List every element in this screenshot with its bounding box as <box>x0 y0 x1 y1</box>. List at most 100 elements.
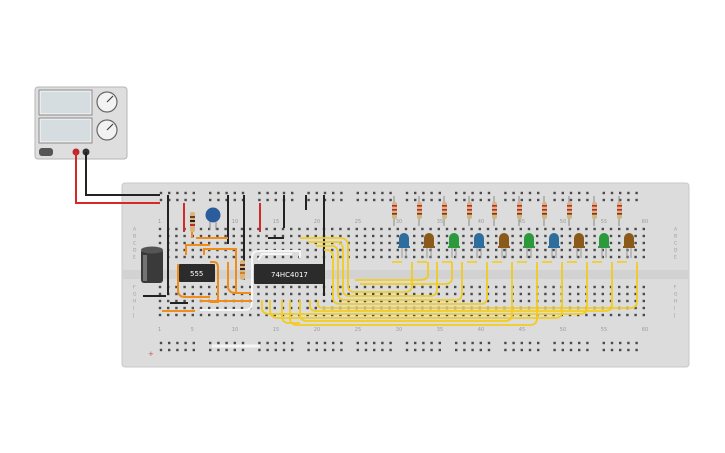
row-letter-left: F <box>133 285 136 291</box>
column-number-top: 40 <box>478 219 484 225</box>
chip-74hc4017[interactable]: 74HC4017 <box>254 264 324 284</box>
column-number-top: 10 <box>232 219 238 225</box>
resistor-band <box>442 213 447 215</box>
resistor-band <box>617 205 622 207</box>
resistor-band <box>542 209 547 211</box>
resistor-band <box>392 213 397 215</box>
row-letter-left: B <box>133 234 136 240</box>
row-letter-left: D <box>133 248 137 254</box>
led-orange[interactable] <box>424 233 434 247</box>
led-array[interactable] <box>392 196 635 263</box>
column-number-top: 55 <box>601 219 607 225</box>
column-number-bottom: 45 <box>519 327 525 333</box>
column-number-top: 60 <box>642 219 648 225</box>
column-number-top: 30 <box>396 219 402 225</box>
resistor-band <box>392 205 397 207</box>
column-number-bottom: 20 <box>314 327 320 333</box>
column-number-bottom: 50 <box>560 327 566 333</box>
column-number-top: 15 <box>273 219 279 225</box>
row-letter-right: F <box>674 285 677 291</box>
ceramic-capacitor <box>205 207 221 223</box>
resistor-band <box>517 205 522 207</box>
row-letter-left: E <box>133 255 136 261</box>
led-rim <box>523 246 535 248</box>
row-letter-right: I <box>674 306 675 312</box>
column-number-bottom: 30 <box>396 327 402 333</box>
row-letter-right: G <box>674 292 678 298</box>
resistor-band <box>417 213 422 215</box>
led-rim <box>423 246 435 248</box>
column-number-bottom: 40 <box>478 327 484 333</box>
row-letter-left: A <box>133 227 137 233</box>
column-number-top: 45 <box>519 219 525 225</box>
resistor-band <box>517 213 522 215</box>
led-rim <box>448 246 460 248</box>
column-number-bottom: 15 <box>273 327 279 333</box>
white-wires[interactable] <box>200 250 301 311</box>
power-supply[interactable] <box>34 86 128 160</box>
led-orange[interactable] <box>499 233 509 247</box>
resistor-band <box>442 209 447 211</box>
resistor-band <box>592 209 597 211</box>
led-blue[interactable] <box>549 233 559 247</box>
resistor-band <box>592 205 597 207</box>
resistor-band <box>467 213 472 215</box>
resistor-band <box>592 213 597 215</box>
led-rim <box>598 246 610 248</box>
led-blue[interactable] <box>474 233 484 247</box>
components-555[interactable] <box>141 207 245 284</box>
column-number-top: 25 <box>355 219 361 225</box>
rail-plus-mark: + <box>148 350 154 358</box>
resistor-band <box>392 209 397 211</box>
led-green[interactable] <box>524 233 534 247</box>
resistor-band <box>567 205 572 207</box>
row-letter-left: C <box>133 241 136 247</box>
column-number-bottom: 5 <box>191 327 194 333</box>
column-number-bottom: 60 <box>642 327 648 333</box>
column-number-top: 50 <box>560 219 566 225</box>
row-letter-left: G <box>133 292 137 298</box>
resistor-band <box>492 213 497 215</box>
orange-wires[interactable] <box>177 230 252 303</box>
led-rim <box>473 246 485 248</box>
column-number-top: 35 <box>437 219 443 225</box>
led-rim <box>498 246 510 248</box>
column-number-bottom: 1 <box>158 327 161 333</box>
chip-555-label: 555 <box>190 270 203 278</box>
resistor-band <box>567 213 572 215</box>
resistor-band <box>567 209 572 211</box>
row-letter-right: B <box>674 234 677 240</box>
power-wires[interactable] <box>75 152 160 204</box>
resistor-band <box>467 209 472 211</box>
yellow-wires[interactable] <box>261 237 638 326</box>
breadboard: 1155101015152020252530303535404045455050… <box>121 182 690 368</box>
column-number-bottom: 55 <box>601 327 607 333</box>
black-ground-wire <box>85 152 160 196</box>
resistor-band <box>442 205 447 207</box>
row-letter-right: E <box>674 255 677 261</box>
chip-555[interactable]: 555 <box>179 264 215 282</box>
led-rim <box>623 246 635 248</box>
led-green[interactable] <box>599 233 609 247</box>
red-power-wire <box>75 152 160 204</box>
row-letter-left: I <box>133 306 134 312</box>
led-orange[interactable] <box>574 233 584 247</box>
resistor-band <box>417 205 422 207</box>
resistor-band <box>542 213 547 215</box>
column-number-bottom: 10 <box>232 327 238 333</box>
resistor-band <box>467 205 472 207</box>
resistor-band <box>542 205 547 207</box>
row-letter-right: H <box>674 299 677 305</box>
row-letter-right: C <box>674 241 677 247</box>
resistor-band <box>617 213 622 215</box>
led-rim <box>398 246 410 248</box>
row-letter-right: D <box>674 248 678 254</box>
led-blue[interactable] <box>399 233 409 247</box>
resistor-band <box>517 209 522 211</box>
column-number-bottom: 35 <box>437 327 443 333</box>
resistor-band <box>492 209 497 211</box>
led-orange[interactable] <box>624 233 634 247</box>
led-green[interactable] <box>449 233 459 247</box>
